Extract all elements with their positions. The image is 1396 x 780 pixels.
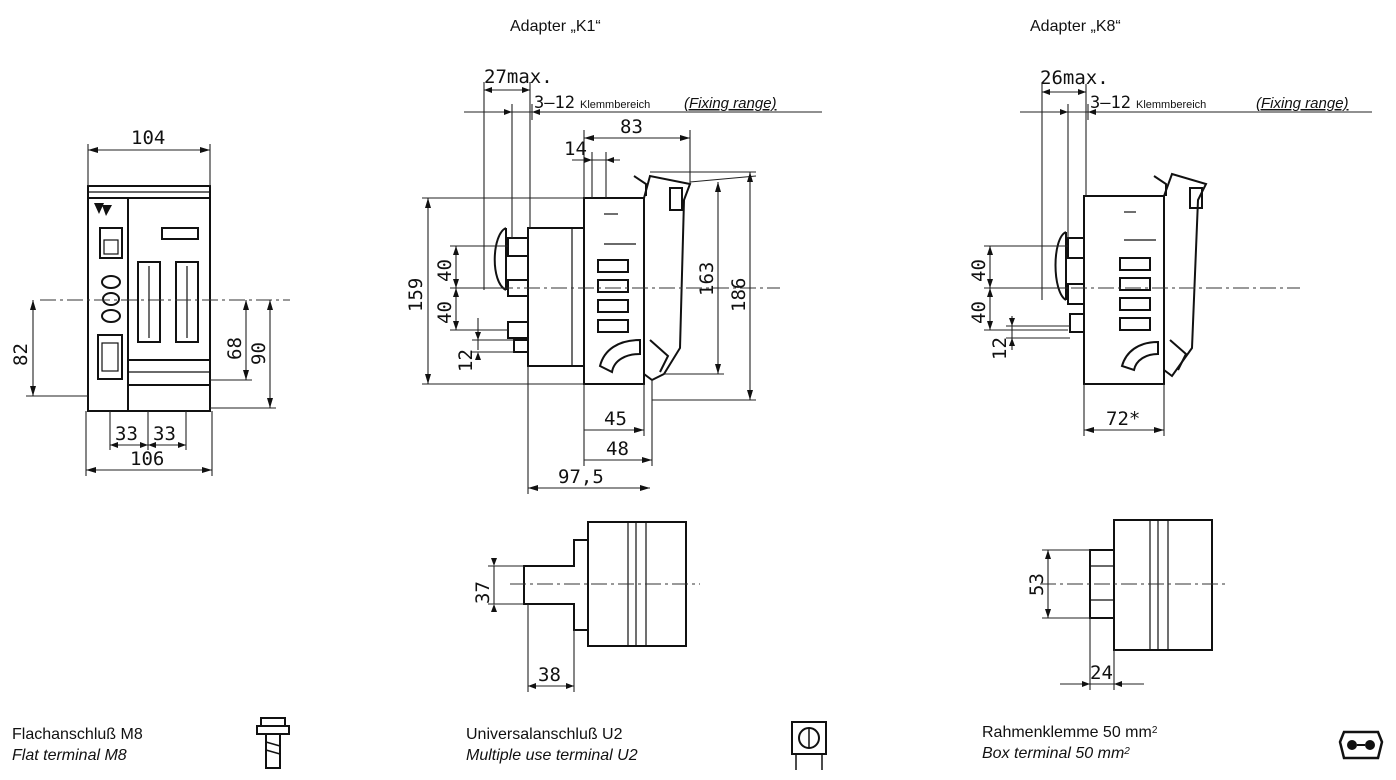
dim-k1-163: 163	[696, 262, 718, 296]
k1-fixing-range: (Fixing range)	[684, 95, 777, 112]
k1-fuse-carrier	[643, 174, 692, 382]
k8-rail-clip	[1054, 231, 1067, 301]
k1-vent-slot-2	[597, 279, 629, 293]
dim-k8-72: 72*	[1106, 408, 1140, 430]
header-k1: Adapter „K1“	[510, 18, 601, 35]
dim-front-90: 90	[248, 342, 270, 365]
legend-box-terminal: Rahmenklemme 50 mm2 Box terminal 50 mm2	[982, 722, 1157, 764]
dim-front-82: 82	[10, 343, 32, 366]
k1-vent-slot-1	[597, 259, 629, 273]
bolt-icon	[256, 717, 290, 769]
dim-k1-159: 159	[405, 278, 427, 312]
dim-k8-fixing: 3–12	[1090, 93, 1131, 113]
dim-k1-27max: 27max.	[484, 66, 553, 88]
logo-icon	[94, 203, 112, 216]
legend-multiple-terminal-de: Universalanschluß U2	[466, 726, 623, 743]
k1-top-view: 37 38	[472, 521, 700, 692]
k8-fixing-range: (Fixing range)	[1256, 95, 1349, 112]
dim-k1-186: 186	[728, 278, 750, 312]
dim-front-33-right: 33	[153, 423, 176, 445]
legend-flat-terminal-en: Flat terminal M8	[12, 747, 127, 764]
dim-k1-37: 37	[472, 581, 494, 604]
k1-klemmbereich: Klemmbereich	[580, 99, 650, 111]
front-button-2	[102, 292, 120, 306]
k1-rail-clip	[493, 227, 507, 291]
dim-k8-12: 12	[989, 337, 1011, 360]
k8-top-view: 53 24	[1026, 519, 1226, 690]
dim-front-68: 68	[224, 337, 246, 360]
k8-vent-slot-1	[1119, 257, 1151, 271]
front-indicator-window	[161, 227, 199, 240]
k1-vent-slot-4	[597, 319, 629, 333]
legend-multiple-terminal: Universalanschluß U2 Multiple use termin…	[466, 724, 638, 766]
k8-handle	[1120, 340, 1159, 372]
legend-box-terminal-en: Box terminal 50 mm	[982, 745, 1125, 762]
k8-vent-slot-4	[1119, 317, 1151, 331]
front-lower-window	[97, 334, 123, 380]
dim-k8-40a: 40	[968, 259, 990, 282]
k8-fuse-carrier	[1163, 172, 1208, 378]
legend-box-terminal-en-sup: 2	[1124, 746, 1130, 757]
dim-k8-53: 53	[1026, 573, 1048, 596]
front-key-plate	[99, 227, 123, 259]
legend-flat-terminal: Flachanschluß M8 Flat terminal M8	[12, 724, 143, 766]
legend-flat-terminal-de: Flachanschluß M8	[12, 726, 143, 743]
dim-k8-26max: 26max.	[1040, 67, 1109, 89]
k8-vent-slot-3	[1119, 297, 1151, 311]
dim-k1-40a: 40	[434, 259, 456, 282]
k8-vent-slot-2	[1119, 277, 1151, 291]
legend-multiple-terminal-en: Multiple use terminal U2	[466, 747, 638, 764]
front-view: 104 106 33 33 82 68 90	[10, 127, 290, 476]
dim-k1-40b: 40	[434, 301, 456, 324]
dim-k8-40b: 40	[968, 301, 990, 324]
dim-front-33-left: 33	[115, 423, 138, 445]
front-fuse-slot-left	[137, 261, 161, 343]
k8-side-view: 26max. 3–12 Klemmbereich (Fixing range) …	[968, 67, 1372, 436]
box-terminal-icon	[1338, 730, 1384, 760]
k8-top-body	[1113, 519, 1213, 651]
legend-box-terminal-de-sup: 2	[1151, 725, 1158, 736]
dim-k1-38: 38	[538, 664, 561, 686]
k1-top-adapter	[523, 539, 589, 631]
header-k8: Adapter „K8“	[1030, 18, 1121, 35]
clamp-icon	[791, 721, 827, 770]
dim-k1-12: 12	[455, 349, 477, 372]
dim-k1-48: 48	[606, 438, 629, 460]
dim-k1-45: 45	[604, 408, 627, 430]
dim-k1-14: 14	[564, 138, 587, 160]
dim-k1-97-5: 97,5	[558, 466, 604, 488]
legend-box-terminal-de: Rahmenklemme 50 mm	[982, 724, 1152, 741]
dim-k1-fixing: 3–12	[534, 93, 575, 113]
k1-side-view: 27max. 3–12 Klemmbereich (Fixing range) …	[405, 66, 822, 494]
k1-handle	[598, 338, 641, 374]
dim-k1-83: 83	[620, 116, 643, 138]
front-button-1	[101, 275, 121, 289]
k8-klemmbereich: Klemmbereich	[1136, 99, 1206, 111]
front-button-3	[101, 309, 121, 323]
dim-k8-24: 24	[1090, 662, 1113, 684]
k1-adapter-block	[527, 227, 585, 367]
front-fuse-slot-right	[175, 261, 199, 343]
dim-front-104: 104	[131, 127, 165, 149]
k1-vent-slot-3	[597, 299, 629, 313]
dim-front-106: 106	[130, 448, 164, 470]
